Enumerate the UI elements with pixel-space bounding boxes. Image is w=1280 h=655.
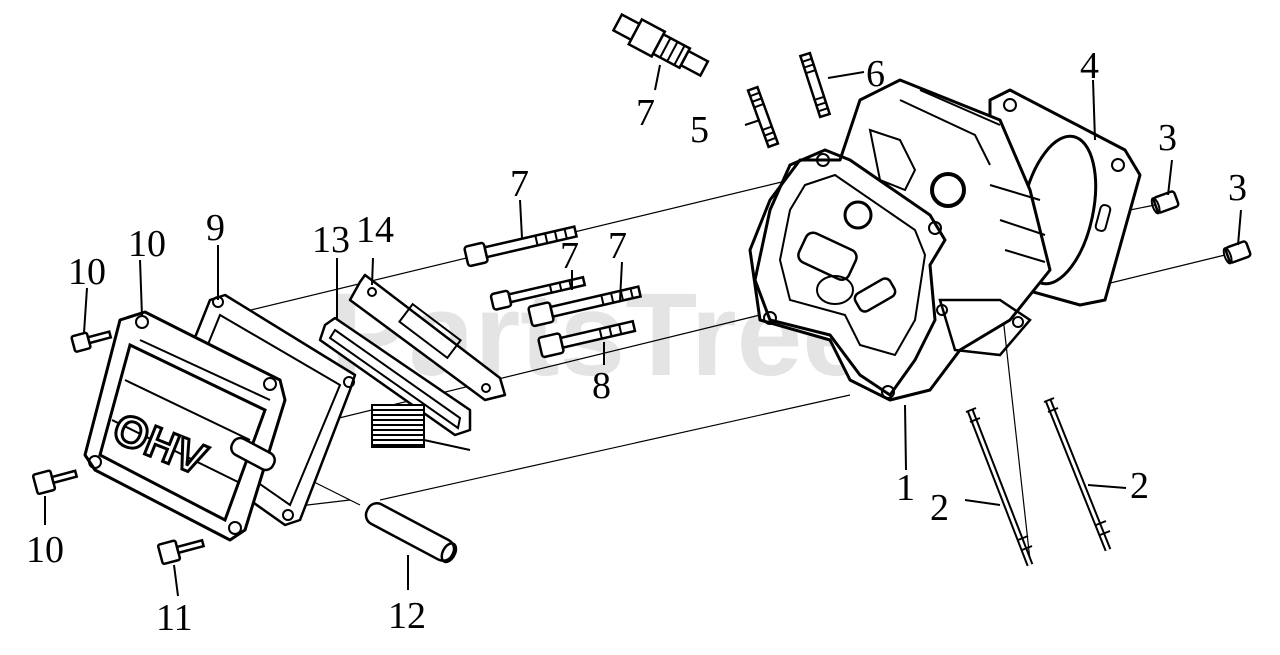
callout-10-left: 10 xyxy=(26,529,64,571)
dowel-pin-lower[interactable] xyxy=(1222,240,1252,265)
push-rod-left[interactable] xyxy=(965,407,1034,567)
cover-bolt-top[interactable] xyxy=(70,327,113,353)
breather-plate[interactable] xyxy=(348,273,507,402)
dowel-pin-upper[interactable] xyxy=(1150,190,1180,215)
callout-6: 7 xyxy=(636,92,655,134)
callout-5-upper: 6 xyxy=(866,53,885,95)
callout-labels: 7 6 5 4 3 3 7 7 7 8 9 10 10 10 11 12 13 … xyxy=(26,45,1247,639)
callout-13: 14 xyxy=(356,209,394,251)
callout-11: 12 xyxy=(388,595,426,637)
callout-3-lower: 3 xyxy=(1228,167,1247,209)
stud-upper[interactable] xyxy=(798,51,832,119)
callout-7-top: 7 xyxy=(510,163,529,205)
leader-lines xyxy=(44,64,1242,597)
callout-7-mid-right: 7 xyxy=(608,225,627,267)
callout-9: 10 xyxy=(128,223,166,265)
cylinder-head[interactable] xyxy=(748,78,1052,402)
callout-3-upper: 3 xyxy=(1158,117,1177,159)
valve-cover[interactable]: OHV xyxy=(83,310,287,542)
callout-2-left: 2 xyxy=(930,487,949,529)
breather-tube[interactable] xyxy=(362,500,459,565)
callout-7-bottom: 8 xyxy=(592,365,611,407)
callout-1: 1 xyxy=(896,467,915,509)
spark-plug[interactable] xyxy=(611,10,711,81)
stud-lower[interactable] xyxy=(746,85,780,149)
breather-filter[interactable] xyxy=(371,404,425,448)
push-rod-right[interactable] xyxy=(1043,397,1112,552)
callout-5-lower: 5 xyxy=(690,109,709,151)
callout-12: 13 xyxy=(312,219,350,261)
cover-bolt-left[interactable] xyxy=(31,464,79,496)
cover-bolt-bottom[interactable] xyxy=(156,534,206,566)
callout-2-right: 2 xyxy=(1130,465,1149,507)
head-bolt-long[interactable] xyxy=(527,282,643,328)
head-bolt-bottom[interactable] xyxy=(537,316,637,359)
callout-7-mid-left: 7 xyxy=(560,235,579,277)
callout-4: 4 xyxy=(1080,45,1099,87)
callout-8: 9 xyxy=(206,207,225,249)
callout-10-top: 10 xyxy=(68,251,106,293)
breather-gasket[interactable] xyxy=(318,316,472,437)
head-bolt-top[interactable] xyxy=(463,222,579,268)
callout-10-bottom: 11 xyxy=(156,597,193,639)
head-bolt-short[interactable] xyxy=(489,273,587,311)
